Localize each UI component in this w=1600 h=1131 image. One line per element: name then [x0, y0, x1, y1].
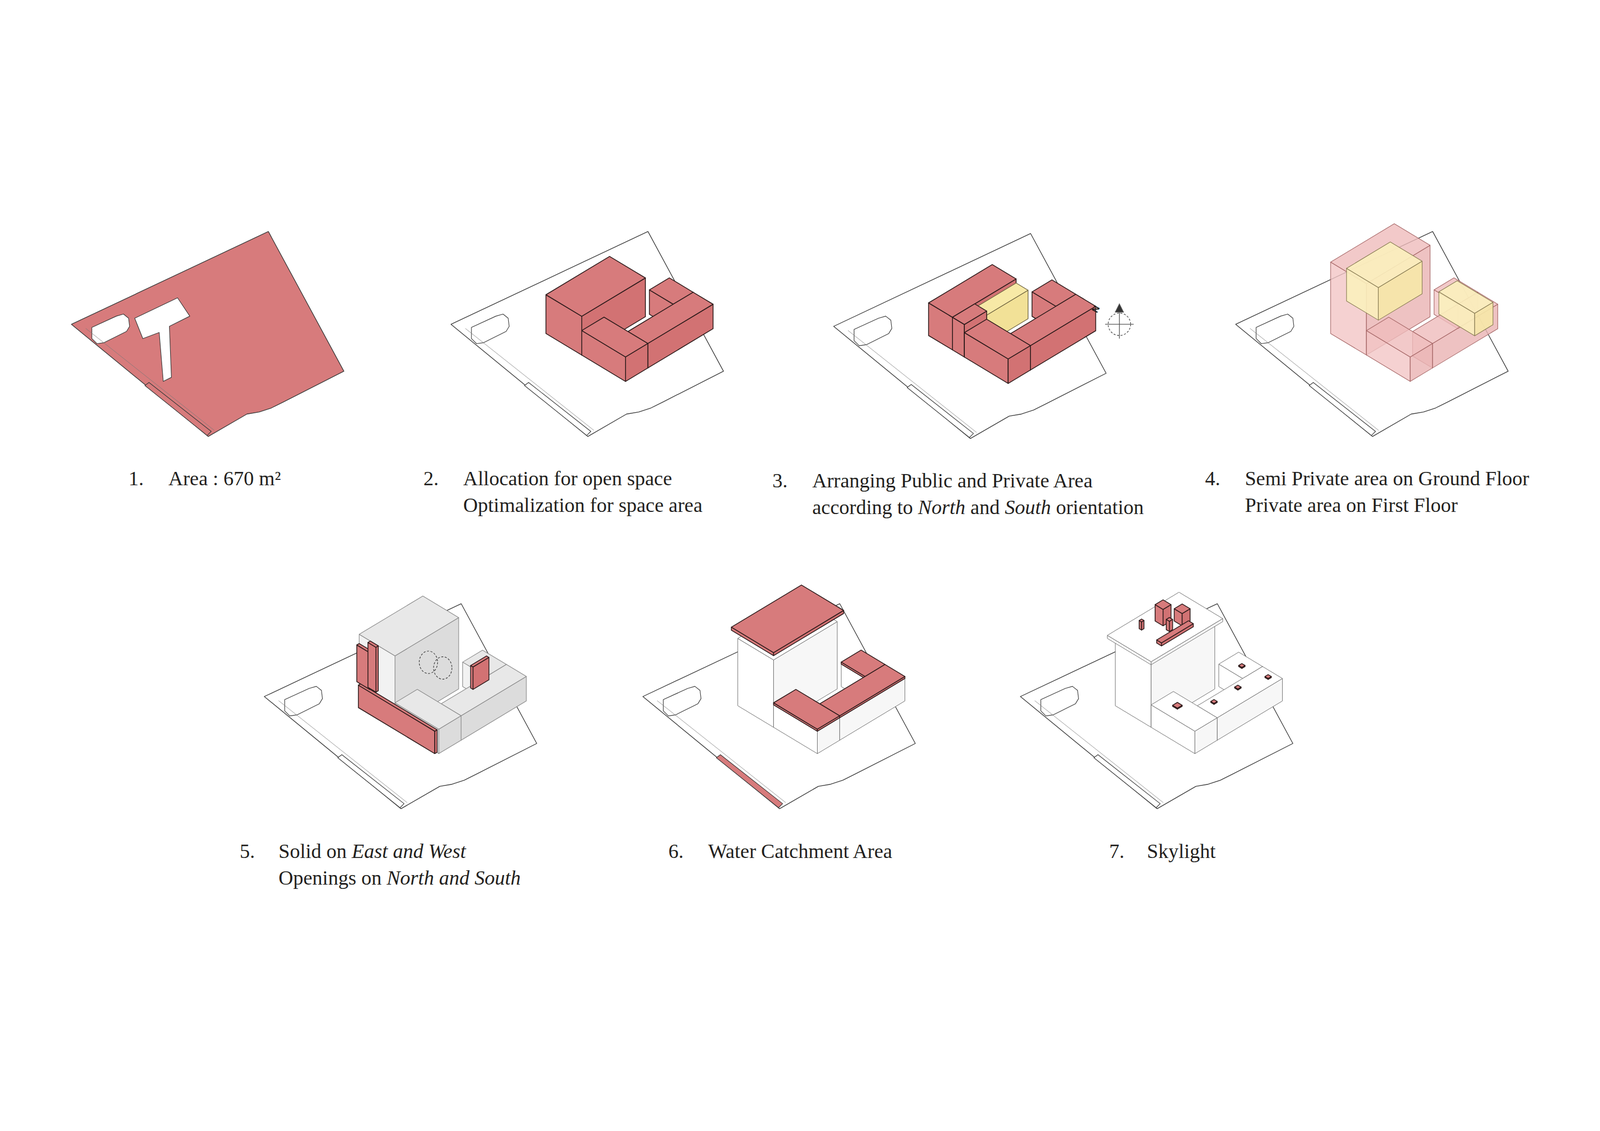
step-number: 4.: [1205, 465, 1221, 492]
step-caption: Skylight: [1147, 837, 1216, 865]
mass-roof: [731, 585, 844, 653]
mass-roof: [1210, 699, 1218, 704]
step-number: 3.: [772, 467, 788, 494]
mass-roof: [1238, 663, 1246, 668]
site-strip: [716, 754, 783, 808]
mass-roof: [1172, 702, 1183, 709]
step-caption: Allocation for open space Optimalization…: [463, 465, 703, 519]
mass-face: [434, 730, 437, 755]
site-outline: [451, 231, 724, 437]
step-number: 5.: [240, 837, 256, 865]
mass-roof: [1150, 691, 1218, 732]
mass-roof: [952, 304, 987, 325]
step-6-water: [642, 585, 916, 810]
step-caption: Solid on East and West Openings on North…: [278, 837, 521, 892]
step-4-privacy: [1235, 224, 1509, 437]
site-outline: [1235, 231, 1509, 437]
site-planter: [853, 316, 892, 346]
mass-roof: [470, 656, 489, 668]
italic-word: South: [1004, 496, 1052, 519]
step-number: 2.: [423, 465, 439, 492]
boundary-line: [85, 328, 215, 431]
italic-word: North: [386, 866, 435, 890]
mass-roof: [1107, 592, 1223, 662]
step-number: 7.: [1109, 837, 1125, 865]
site-strip: [1309, 382, 1376, 436]
site-path: [134, 297, 190, 382]
italic-word: South: [474, 866, 522, 890]
step-caption: Area : 670 m²: [168, 465, 282, 492]
site-planter: [91, 314, 130, 344]
mass-roof: [1438, 280, 1493, 314]
mass-roof: [546, 256, 646, 317]
mass-roof: [1234, 685, 1242, 690]
mass-roof: [581, 317, 648, 358]
italic-word: East: [352, 840, 389, 863]
step-caption: Water Catchment Area: [708, 837, 893, 865]
mass-face: [376, 645, 379, 693]
step-number: 1.: [128, 465, 144, 492]
site-planter: [663, 686, 702, 716]
north-compass: [1105, 304, 1134, 339]
mass-roof: [1010, 294, 1096, 346]
italic-word: West: [428, 840, 466, 863]
mass-roof: [1166, 617, 1173, 622]
mass-roof: [1197, 666, 1283, 718]
site-planter: [284, 686, 323, 716]
mass-roof: [627, 292, 714, 344]
mass-roof: [1346, 242, 1423, 288]
step-3-zoning: [833, 233, 1107, 439]
mass-roof: [964, 319, 1031, 360]
site-strip: [1093, 754, 1160, 808]
mass-roof: [773, 689, 840, 730]
mass-face: [358, 685, 435, 754]
site-planter: [471, 314, 510, 344]
mass-roof: [1174, 604, 1191, 614]
site-strip: [337, 754, 404, 808]
step-caption: Semi Private area on Ground Floor Privat…: [1244, 465, 1530, 519]
mass-roof: [819, 664, 906, 716]
mass-roof: [1155, 600, 1172, 610]
site-outline: [71, 231, 344, 437]
mass-face: [368, 642, 376, 693]
step-7-skylight: [1020, 592, 1293, 810]
step-1-site: [71, 231, 344, 437]
compass-arrow: [1115, 304, 1124, 312]
site-outline: [833, 233, 1107, 439]
site-strip: [145, 382, 212, 436]
step-number: 6.: [668, 837, 684, 865]
mass-roof: [1156, 620, 1194, 643]
mass-roof: [358, 683, 438, 732]
site-planter: [1256, 314, 1294, 344]
step-5-facades: [264, 596, 538, 810]
opening-mark: [433, 657, 452, 680]
step-2-massing: [451, 231, 724, 437]
mass-roof: [368, 641, 379, 648]
compass-line: [1118, 309, 1120, 339]
mass-roof: [1139, 619, 1144, 622]
italic-word: and: [438, 866, 470, 890]
italic-word: and: [393, 840, 424, 863]
site-planter: [1041, 686, 1079, 716]
site-strip: [907, 384, 974, 438]
site-strip: [524, 382, 591, 436]
mass-roof: [1265, 674, 1272, 679]
mass-roof: [1366, 317, 1433, 358]
step-caption: Arranging Public and Private Area accord…: [812, 467, 1144, 521]
italic-word: North: [917, 496, 966, 519]
